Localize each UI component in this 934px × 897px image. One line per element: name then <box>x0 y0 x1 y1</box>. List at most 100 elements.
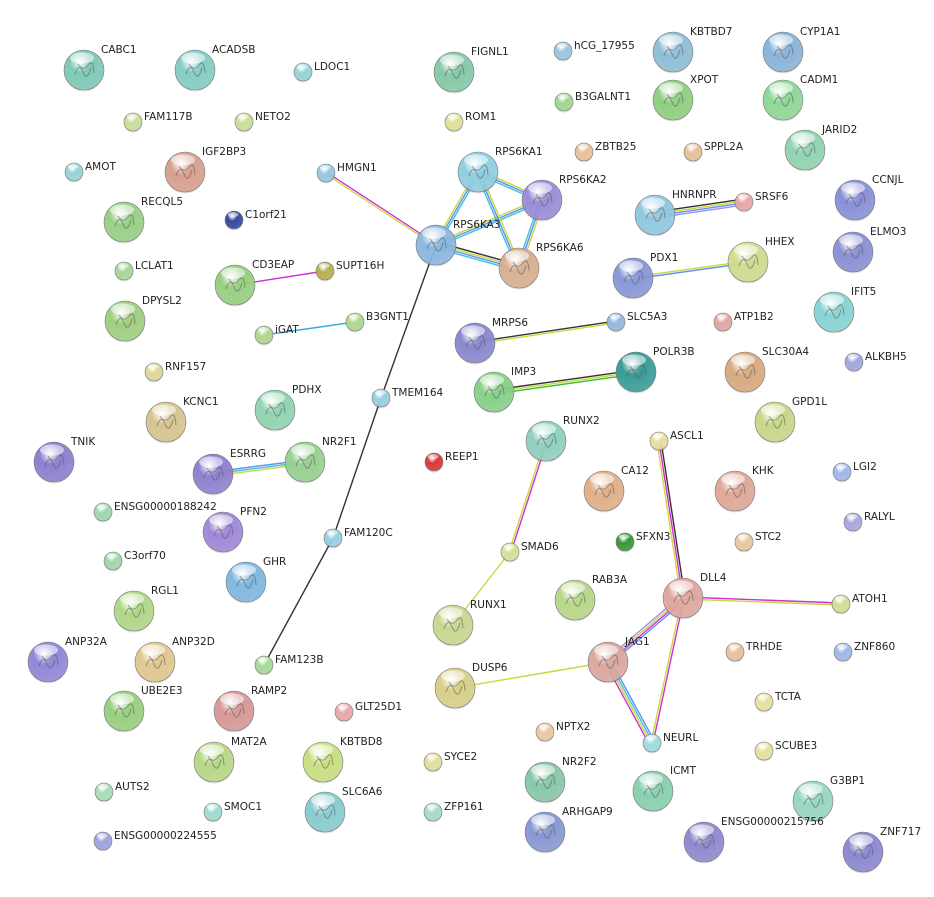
node-ANP32D[interactable]: ANP32D <box>134 636 215 684</box>
node-KHK[interactable]: KHK <box>714 465 775 513</box>
node-NPTX2[interactable]: NPTX2 <box>535 721 590 743</box>
node-NR2F2[interactable]: NR2F2 <box>524 756 597 804</box>
node-ZFP161[interactable]: ZFP161 <box>423 801 484 823</box>
node-TCTA[interactable]: TCTA <box>754 691 802 713</box>
node-G3BP1[interactable]: G3BP1 <box>792 775 865 823</box>
node-ICMT[interactable]: ICMT <box>632 765 696 813</box>
node-B3GNT1[interactable]: B3GNT1 <box>345 311 409 333</box>
node-SPPL2A[interactable]: SPPL2A <box>683 141 744 163</box>
node-CD3EAP[interactable]: CD3EAP <box>214 259 294 307</box>
node-ARHGAP9[interactable]: ARHGAP9 <box>524 806 613 854</box>
node-CA12[interactable]: CA12 <box>583 465 649 513</box>
node-RPS6KA1[interactable]: RPS6KA1 <box>457 146 543 194</box>
edge-IMP3-POLR3B[interactable] <box>493 369 637 395</box>
node-CCNJL[interactable]: CCNJL <box>834 174 904 222</box>
node-DLL4[interactable]: DLL4 <box>662 572 727 620</box>
node-AUTS2[interactable]: AUTS2 <box>94 781 150 803</box>
node-SRSF6[interactable]: SRSF6 <box>734 191 789 213</box>
node-RNF157[interactable]: RNF157 <box>144 361 206 383</box>
node-iGAT[interactable]: iGAT <box>254 324 299 346</box>
node-STC2[interactable]: STC2 <box>734 531 781 553</box>
node-TNIK[interactable]: TNIK <box>33 436 96 484</box>
node-IMP3[interactable]: IMP3 <box>473 366 536 414</box>
node-ENSG00000224555[interactable]: ENSG00000224555 <box>93 830 217 852</box>
node-NEURL[interactable]: NEURL <box>642 732 698 754</box>
node-ATOH1[interactable]: ATOH1 <box>831 593 888 615</box>
node-SLC30A4[interactable]: SLC30A4 <box>724 346 809 394</box>
node-ZNF860[interactable]: ZNF860 <box>833 641 895 663</box>
node-NR2F1[interactable]: NR2F1 <box>284 436 357 484</box>
edge-DLL4-ATOH1[interactable] <box>682 596 842 606</box>
node-C3orf70[interactable]: C3orf70 <box>103 550 166 572</box>
node-ELMO3[interactable]: ELMO3 <box>832 226 907 274</box>
node-KCNC1[interactable]: KCNC1 <box>145 396 219 444</box>
node-FAM120C[interactable]: FAM120C <box>323 527 393 549</box>
node-RUNX2[interactable]: RUNX2 <box>525 415 600 463</box>
node-TMEM164[interactable]: TMEM164 <box>371 387 444 409</box>
node-RAB3A[interactable]: RAB3A <box>554 574 628 622</box>
node-POLR3B[interactable]: POLR3B <box>615 346 695 394</box>
node-KBTBD8[interactable]: KBTBD8 <box>302 736 382 784</box>
node-RPS6KA3[interactable]: RPS6KA3 <box>415 219 501 267</box>
node-MAT2A[interactable]: MAT2A <box>193 736 268 784</box>
node-SFXN3[interactable]: SFXN3 <box>615 531 670 553</box>
node-FAM123B[interactable]: FAM123B <box>254 654 324 676</box>
node-SMAD6[interactable]: SMAD6 <box>500 541 559 563</box>
node-MRPS6[interactable]: MRPS6 <box>454 317 528 365</box>
node-CABC1[interactable]: CABC1 <box>63 44 137 92</box>
node-KBTBD7[interactable]: KBTBD7 <box>652 26 732 74</box>
node-IGF2BP3[interactable]: IGF2BP3 <box>164 146 246 194</box>
node-GHR[interactable]: GHR <box>225 556 286 604</box>
node-ENSG00000188242[interactable]: ENSG00000188242 <box>93 501 217 523</box>
node-LDOC1[interactable]: LDOC1 <box>293 61 350 83</box>
node-PFN2[interactable]: PFN2 <box>202 506 267 554</box>
node-CADM1[interactable]: CADM1 <box>762 74 838 122</box>
node-REEP1[interactable]: REEP1 <box>424 451 479 473</box>
node-RECQL5[interactable]: RECQL5 <box>103 196 183 244</box>
edge-FAM120C-FAM123B[interactable] <box>263 537 334 666</box>
node-CYP1A1[interactable]: CYP1A1 <box>762 26 840 74</box>
node-LGI2[interactable]: LGI2 <box>832 461 877 483</box>
node-RUNX1[interactable]: RUNX1 <box>432 599 507 647</box>
edge-JAG1-DUSP6[interactable] <box>454 661 609 689</box>
node-ESRRG[interactable]: ESRRG <box>192 448 266 496</box>
node-FIGNL1[interactable]: FIGNL1 <box>433 46 509 94</box>
node-JARID2[interactable]: JARID2 <box>784 124 857 172</box>
edge-TMEM164-FAM120C[interactable] <box>332 397 382 539</box>
node-HHEX[interactable]: HHEX <box>727 236 795 284</box>
node-SLC6A6[interactable]: SLC6A6 <box>304 786 383 834</box>
node-JAG1[interactable]: JAG1 <box>587 636 650 684</box>
node-PDX1[interactable]: PDX1 <box>612 252 678 300</box>
edge-DLL4-NEURL[interactable] <box>650 597 685 744</box>
node-ANP32A[interactable]: ANP32A <box>27 636 108 684</box>
node-ALKBH5[interactable]: ALKBH5 <box>844 351 907 373</box>
node-GPD1L[interactable]: GPD1L <box>754 396 827 444</box>
node-TRHDE[interactable]: TRHDE <box>725 641 782 663</box>
node-RPS6KA6[interactable]: RPS6KA6 <box>498 242 584 290</box>
node-SCUBE3[interactable]: SCUBE3 <box>754 740 817 762</box>
edge-ASCL1-DLL4[interactable] <box>656 440 686 599</box>
node-ZNF717[interactable]: ZNF717 <box>842 826 921 874</box>
node-PDHX[interactable]: PDHX <box>254 384 322 432</box>
node-ACADSB[interactable]: ACADSB <box>174 44 255 92</box>
node-SYCE2[interactable]: SYCE2 <box>423 751 477 773</box>
node-HNRNPR[interactable]: HNRNPR <box>634 189 717 237</box>
node-AMOT[interactable]: AMOT <box>64 161 117 183</box>
node-LCLAT1[interactable]: LCLAT1 <box>114 260 174 282</box>
node-ATP1B2[interactable]: ATP1B2 <box>713 311 774 333</box>
edge-iGAT-B3GNT1[interactable] <box>263 321 356 336</box>
node-hCG_17955[interactable]: hCG_17955 <box>553 40 635 62</box>
node-FAM117B[interactable]: FAM117B <box>123 111 193 133</box>
node-ENSG00000215756[interactable]: ENSG00000215756 <box>683 816 824 864</box>
node-B3GALNT1[interactable]: B3GALNT1 <box>554 91 631 113</box>
node-RGL1[interactable]: RGL1 <box>113 585 179 633</box>
node-RALYL[interactable]: RALYL <box>843 511 895 533</box>
edge-HMGN1-RPS6KA3[interactable] <box>325 171 437 247</box>
node-ZBTB25[interactable]: ZBTB25 <box>574 141 636 163</box>
node-SLC5A3[interactable]: SLC5A3 <box>606 311 667 333</box>
node-RAMP2[interactable]: RAMP2 <box>213 685 287 733</box>
node-NETO2[interactable]: NETO2 <box>234 111 291 133</box>
node-ASCL1[interactable]: ASCL1 <box>649 430 704 452</box>
node-XPOT[interactable]: XPOT <box>652 74 719 122</box>
edge-RPS6KA3-TMEM164[interactable] <box>380 244 437 399</box>
